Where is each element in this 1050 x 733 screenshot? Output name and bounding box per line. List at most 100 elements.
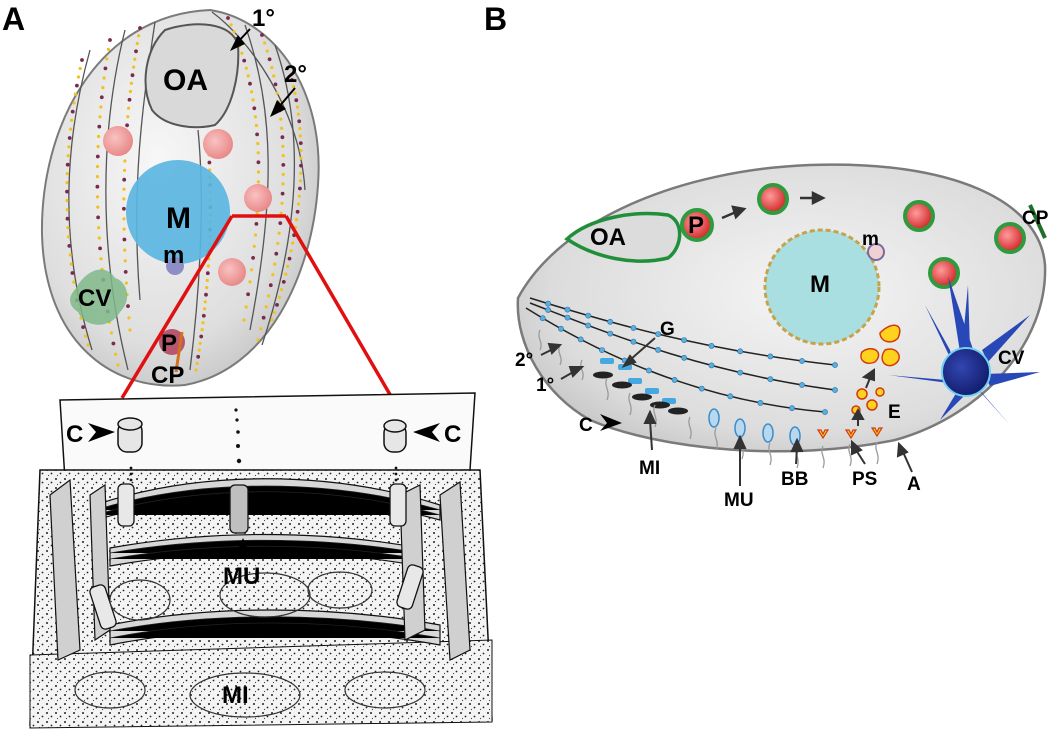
basal-body-dot [130, 73, 135, 78]
basal-body-dot [114, 352, 118, 356]
basal-body-dot [296, 112, 300, 116]
basal-body-dot [799, 382, 805, 388]
basal-body-dot [97, 134, 101, 139]
basal-body-dot [767, 376, 774, 383]
basal-body-dot [655, 331, 661, 337]
basal-body-dot [757, 399, 764, 406]
basal-body-dot [737, 369, 744, 376]
basal-body-dot [291, 241, 295, 245]
basal-body-dot [95, 195, 100, 199]
basal-body-dot [106, 47, 110, 52]
basal-body-dot [96, 215, 100, 220]
basal-body-dot [67, 145, 71, 149]
basal-body-dot [102, 76, 106, 80]
basal-body-dot [280, 126, 284, 130]
basal-body-dot [76, 75, 81, 79]
cytoproct-label-b: CP [1022, 208, 1049, 229]
basal-body-dot [265, 49, 269, 53]
basal-body-dot [196, 354, 201, 359]
basal-body-dot [276, 241, 280, 245]
basal-body-dot [70, 109, 75, 114]
basal-body-dot [294, 98, 299, 103]
basal-body-dot [127, 97, 132, 102]
basal-body-dot [66, 226, 70, 230]
basal-body-dot [545, 300, 551, 307]
basal-body-dot [97, 226, 101, 230]
basal-body-dot [281, 154, 285, 158]
basal-body-dot [267, 294, 271, 298]
phagosome-arrows-b [721, 190, 826, 220]
basal-body-dot [128, 89, 132, 94]
basal-body-dot [256, 180, 260, 184]
cytoproct-a [174, 331, 184, 373]
basal-body-dot [599, 347, 605, 353]
basal-body-dot [248, 280, 252, 284]
basal-body-dot [70, 118, 74, 122]
basal-body-dot [298, 141, 303, 146]
basal-body-dot [277, 295, 281, 299]
basal-body-dot [98, 115, 102, 119]
basal-body-dot [67, 136, 72, 140]
cytoproct-b [1028, 204, 1047, 239]
basal-body-dot [607, 318, 614, 325]
basal-body-dot [123, 248, 127, 252]
basal-body-dot [564, 314, 571, 321]
endosome-label-b: E [888, 402, 901, 423]
basal-body-dot [198, 341, 202, 345]
basal-body-dot [558, 325, 564, 332]
basal-body-dot [122, 217, 126, 221]
basal-body-dot [65, 208, 69, 212]
basal-body-dot [278, 221, 283, 226]
basal-bodies-b [539, 300, 838, 415]
mitochondria-b [593, 371, 688, 415]
zoom-indicator [120, 214, 394, 399]
secondary-label-b: 2° [515, 350, 533, 371]
basal-body-dot [279, 117, 283, 121]
basal-body-dot [286, 264, 290, 268]
basal-body-dot [273, 310, 277, 315]
basal-body-dot [80, 58, 84, 62]
basal-body-dot [240, 51, 244, 55]
basal-body-dot [86, 343, 90, 347]
basal-body-dot [78, 66, 82, 71]
basal-body-dot [297, 194, 301, 198]
basal-body-dot [280, 288, 284, 292]
alveoli-label-b: A [907, 474, 921, 495]
basal-body-dot [242, 58, 247, 63]
contractile-vacuole-b [941, 347, 991, 397]
micronucleus-label-a: m [163, 242, 184, 269]
basal-body-dot [129, 81, 133, 85]
phagosome-label-a: P [161, 330, 177, 357]
basal-body-dot [251, 98, 255, 102]
basal-body-dot [708, 342, 715, 349]
basal-body-dot [206, 264, 210, 268]
contractile-vacuole-label-b: CV [998, 348, 1025, 369]
ciliary-rows-a [68, 11, 306, 371]
basal-body-dot [299, 163, 303, 168]
basal-body-dot [111, 341, 116, 346]
oral-apparatus-a [144, 23, 240, 129]
basal-body-dot [134, 49, 138, 54]
basal-body-dot [242, 318, 246, 322]
basal-body-dot [205, 271, 210, 276]
basal-body-dot [137, 34, 141, 38]
basal-body-dot [122, 168, 127, 172]
basal-body-dot [135, 41, 139, 46]
basal-body-dot [279, 211, 283, 215]
basal-body-dot [201, 313, 206, 318]
basal-body-dot [280, 135, 285, 140]
basal-body-dot [109, 331, 113, 335]
basal-body-dot [298, 126, 302, 131]
basal-body-dot [298, 179, 302, 183]
basal-body-dot [280, 201, 284, 205]
mitochondrion-label-b: MI [639, 458, 660, 479]
basal-body-dot [281, 163, 286, 167]
basal-body-dot [250, 90, 254, 94]
basal-body-dot [284, 272, 288, 276]
basal-body-dot [126, 115, 130, 119]
basal-body-dot [256, 160, 261, 165]
glycocalyx-patches-b [600, 358, 676, 404]
basal-body-dot [259, 327, 263, 331]
basal-body-dot [256, 141, 260, 146]
